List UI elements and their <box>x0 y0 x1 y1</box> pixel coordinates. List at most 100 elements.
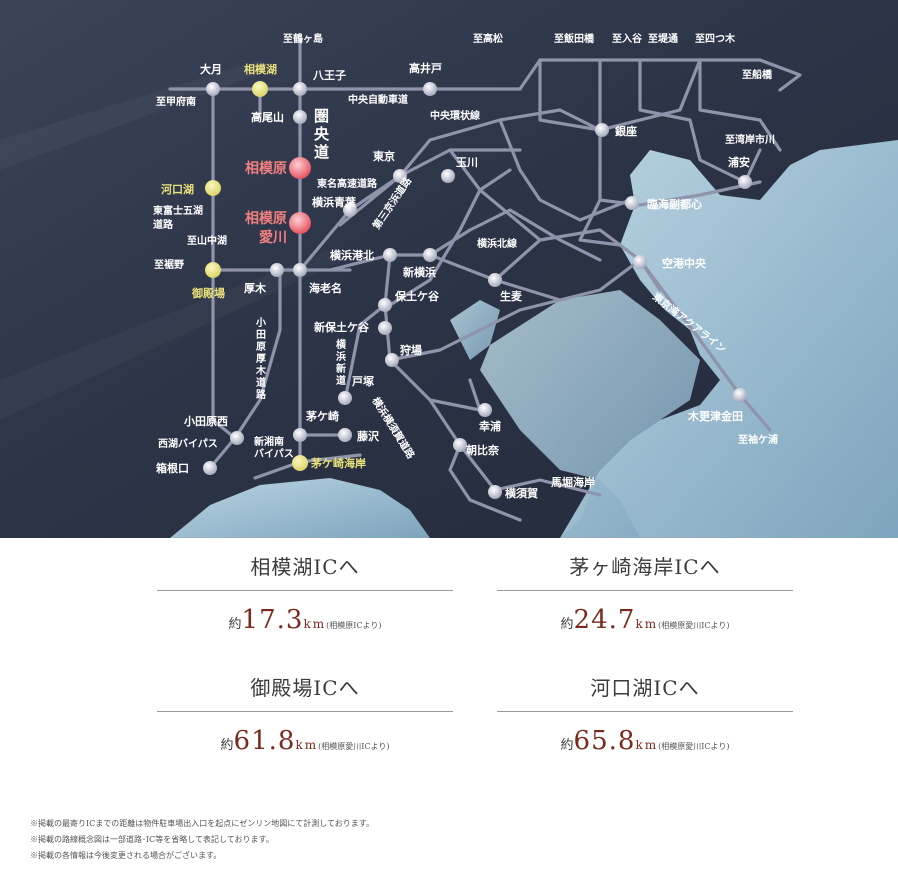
label-tomei: 東名高速道路 <box>317 177 378 190</box>
label-sagamihara: 相模原 <box>245 160 287 177</box>
label-shin-yokohama: 新横浜 <box>403 265 436 279</box>
node-fujisawa <box>338 428 352 442</box>
node-kawaguchiko <box>205 180 221 196</box>
label-koura: 幸浦 <box>479 419 501 433</box>
node-tokyo <box>393 169 407 183</box>
distance-card-chigasaki-kaigan: 茅ヶ崎海岸ICへ 約24.7km(相模原愛川ICより) <box>497 552 793 635</box>
label-ebina: 海老名 <box>309 281 342 295</box>
node-gotemba <box>205 262 221 278</box>
node-sagamiko <box>252 81 268 97</box>
node-yokohama-kohoku <box>383 248 397 262</box>
node-koura <box>478 403 492 417</box>
label-hodogaya: 保土ケ谷 <box>394 289 440 303</box>
divider <box>497 590 793 591</box>
label-tsuru: 至鶴ヶ島 <box>283 32 323 45</box>
distance-unit: km <box>635 738 659 752</box>
label-urayasu: 浦安 <box>728 155 750 169</box>
distance-title: 相模湖ICへ <box>250 555 360 579</box>
label-higashifuji-1: 東富士五湖 <box>153 204 203 217</box>
label-sodegaura: 至袖ケ浦 <box>738 433 778 446</box>
label-yotsugi: 至四つ木 <box>695 32 736 45</box>
node-chigasaki-kaigan <box>292 455 308 471</box>
label-chigasaki: 茅ケ崎 <box>306 409 339 423</box>
label-odawara-atsugi-2: 田 <box>256 329 266 341</box>
label-fujisawa: 藤沢 <box>357 429 380 443</box>
label-higashifuji-2: 道路 <box>153 218 174 231</box>
footnotes: ※掲載の最寄りICまでの距離は物件駐車場出入口を起点にゼンリン地図にて計測してお… <box>30 816 374 864</box>
label-mabori: 馬堀海岸 <box>551 475 595 489</box>
footnote: ※掲載の各情報は今後変更される場合がございます。 <box>30 851 222 860</box>
distance-card-kawaguchiko: 河口湖ICへ 約65.8km(相模原愛川ICより) <box>497 673 793 756</box>
bay-inner <box>480 290 700 538</box>
node-tamagawa <box>441 169 455 183</box>
distance-unit: km <box>295 738 319 752</box>
label-totsuka: 戸塚 <box>352 374 374 388</box>
distance-value: 24.7 <box>573 605 636 635</box>
node-sagamihara-aikawa <box>289 212 311 234</box>
label-yamanaka: 至山中湖 <box>187 234 227 247</box>
distance-value: 65.8 <box>573 726 636 756</box>
node-asahina <box>453 438 467 452</box>
road-network <box>168 38 802 522</box>
node-kuko <box>633 255 647 269</box>
label-yokohama-shindo-3: 新 <box>336 362 346 375</box>
label-odawara-nishi: 小田原西 <box>183 414 228 428</box>
node-kariba <box>385 353 399 367</box>
distance-value: 17.3 <box>241 605 304 635</box>
distance-row: 約17.3km(相模原ICより) <box>157 605 453 635</box>
label-atsugi: 厚木 <box>244 281 267 295</box>
distance-prefix: 約 <box>560 738 574 753</box>
label-asahina: 朝比奈 <box>466 443 500 457</box>
label-iidabashi: 至飯田橋 <box>554 32 595 45</box>
node-hachioji <box>293 82 307 96</box>
node-ohtsuki <box>206 82 220 96</box>
miura-water <box>450 300 500 360</box>
node-shin-yokohama <box>423 248 437 262</box>
label-yokohama-shindo-2: 浜 <box>336 350 346 363</box>
label-wangan-ichikawa: 至湾岸市川 <box>725 133 775 146</box>
label-odawara-atsugi-4: 厚 <box>256 353 266 365</box>
distance-value: 61.8 <box>233 726 296 756</box>
node-rinkai <box>625 196 639 210</box>
node-chigasaki <box>293 428 307 442</box>
node-atsugi <box>270 263 284 277</box>
node-ginza <box>595 123 609 137</box>
distance-card-sagamiko: 相模湖ICへ 約17.3km(相模原ICより) <box>157 552 453 635</box>
label-odawara-atsugi-3: 原 <box>256 341 266 353</box>
label-odawara-atsugi-5: 木 <box>255 364 267 377</box>
label-tamagawa: 玉川 <box>456 156 478 169</box>
label-hakoneguchi: 箱根口 <box>156 461 189 475</box>
label-chigasaki-kaigan: 茅ケ崎海岸 <box>311 456 366 470</box>
distance-origin: (相模原ICより) <box>326 621 382 630</box>
label-shin-hodogaya: 新保土ケ谷 <box>314 320 370 334</box>
label-odawara-atsugi-1: 小 <box>255 316 266 329</box>
label-tsutsumi: 至堤通 <box>648 32 678 45</box>
node-takaosan <box>293 110 307 124</box>
label-susono: 至裾野 <box>154 258 184 271</box>
route-map-svg: 至鶴ヶ島 八王子 大月 相模湖 至甲府南 高尾山 圏 央 道 高井戸 中央自動車… <box>0 0 898 538</box>
distance-row: 約61.8km(相模原愛川ICより) <box>157 726 453 756</box>
label-takaosan: 高尾山 <box>251 110 284 124</box>
label-kawaguchiko: 河口湖 <box>161 182 194 196</box>
label-ken: 圏 <box>314 107 329 125</box>
footnote: ※掲載の最寄りICまでの距離は物件駐車場出入口を起点にゼンリン地図にて計測してお… <box>30 819 374 828</box>
footnote: ※掲載の路線概念図は一部道路･IC等を省略して表記しております。 <box>30 835 274 844</box>
divider <box>157 590 453 591</box>
divider <box>497 711 793 712</box>
label-sagamiko: 相模湖 <box>244 62 277 76</box>
label-do: 道 <box>314 143 329 161</box>
distance-prefix: 約 <box>560 617 574 632</box>
label-ohtsuki: 大月 <box>200 62 222 76</box>
label-iriya: 至入谷 <box>612 32 643 45</box>
distance-card-gotemba: 御殿場ICへ 約61.8km(相模原愛川ICより) <box>157 673 453 756</box>
label-yokosuka: 横須賀 <box>505 486 538 500</box>
node-odawara-nishi <box>230 431 244 445</box>
label-kofu: 至甲府南 <box>156 95 196 108</box>
distance-prefix: 約 <box>220 738 234 753</box>
distance-unit: km <box>303 617 327 631</box>
node-shin-hodogaya <box>378 321 392 335</box>
label-namamugi: 生麦 <box>500 289 523 303</box>
node-ebina <box>293 263 307 277</box>
distance-title: 御殿場ICへ <box>250 676 360 700</box>
label-o: 央 <box>314 125 330 143</box>
